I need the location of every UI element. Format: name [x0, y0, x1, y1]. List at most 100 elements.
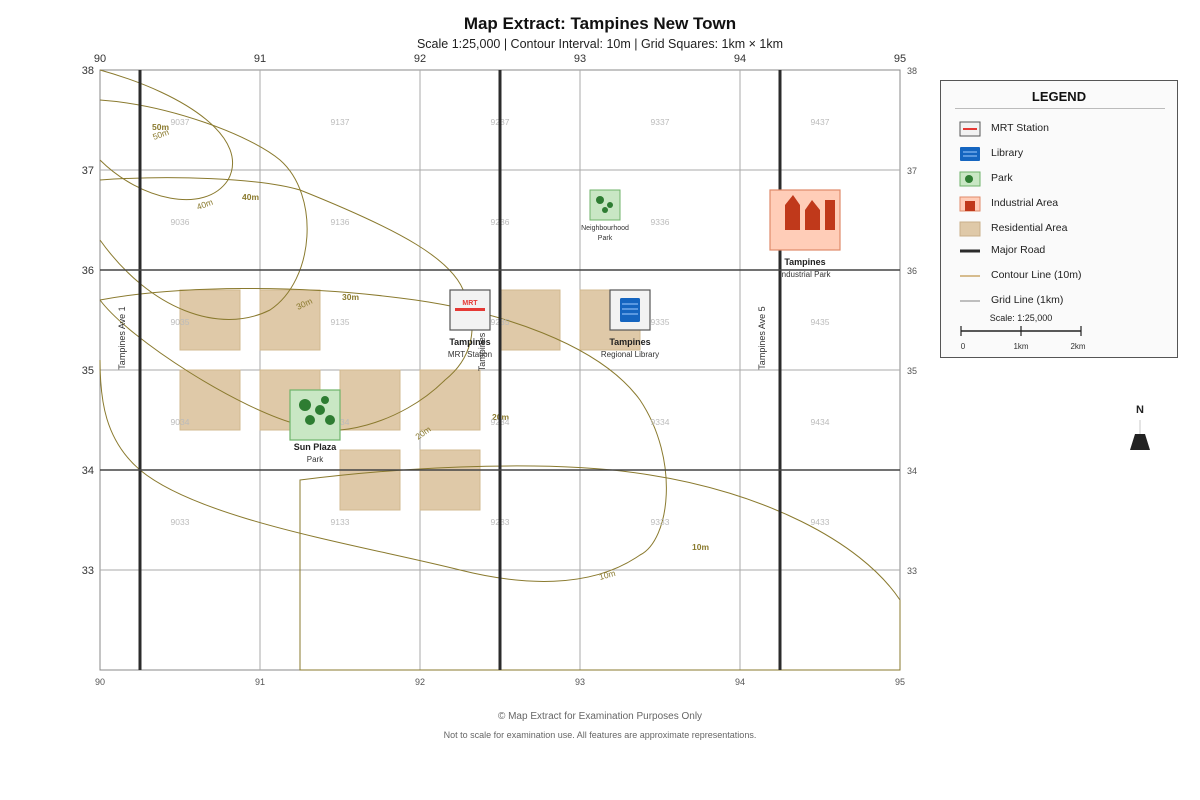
library-subtitle: Regional Library [601, 350, 659, 359]
northing-label: 33 [82, 565, 94, 577]
grid-square-ref: 9433 [811, 517, 830, 527]
road-name-ave-5: Tampines Ave 5 [757, 306, 767, 369]
grid-square-ref: 9137 [331, 117, 350, 127]
grid-square-ref: 9034 [171, 417, 190, 427]
legend-label: Industrial Area [991, 197, 1059, 209]
contour-line-icon [960, 275, 980, 277]
contour-30m [99, 177, 473, 432]
contour-label: 30m [342, 292, 359, 302]
easting-label: 91 [255, 677, 265, 687]
major-road-icon [960, 249, 980, 253]
northing-labels-right: 38 37 36 35 34 33 [907, 66, 917, 576]
northing-label: 36 [82, 265, 94, 277]
road-name-ave-1: Tampines Ave 1 [117, 306, 127, 369]
easting-label: 91 [254, 53, 266, 65]
park-icon [289, 389, 341, 441]
residential-block [419, 369, 481, 431]
easting-label: 95 [894, 53, 906, 65]
scale-title: Scale: 1:25,000 [990, 313, 1053, 323]
mrt-badge: MRT [462, 300, 478, 307]
footer-disclaimer: Not to scale for examination use. All fe… [443, 730, 757, 740]
regional-library: Tampines Regional Library [601, 289, 659, 359]
northing-label: 37 [907, 166, 917, 176]
scale-tick-label: 2km [1070, 342, 1085, 351]
legend-label: Major Road [991, 244, 1046, 256]
easting-label: 92 [414, 53, 426, 65]
legend-label: Residential Area [991, 222, 1068, 234]
mrt-station-icon [959, 121, 981, 137]
grid-square-ref: 9337 [651, 117, 670, 127]
grid-square-ref: 9136 [331, 217, 350, 227]
contour-label: 40m [242, 192, 259, 202]
grid-square-ref: 9135 [331, 317, 350, 327]
library-icon [960, 147, 980, 161]
industrial-buildings [785, 195, 835, 230]
library-icon [620, 298, 640, 322]
residential-area-icon [959, 221, 981, 237]
legend-label: Grid Line (1km) [991, 294, 1064, 306]
grid-square-ref: 9435 [811, 317, 830, 327]
contour-20m [99, 288, 667, 582]
northing-label: 33 [907, 566, 917, 576]
sun-plaza-park: Sun Plaza Park [289, 389, 341, 464]
easting-label: 90 [95, 677, 105, 687]
neighbourhood-park-label-1: Neighbourhood [581, 225, 629, 232]
legend-label: MRT Station [991, 122, 1049, 134]
easting-label: 93 [575, 677, 585, 687]
grid-square-ref: 9334 [651, 417, 670, 427]
grid-square-ref: 9333 [651, 517, 670, 527]
library-name: Tampines [609, 337, 650, 347]
road-name-tampines: Tampines [477, 332, 487, 371]
grid-square-ref: 9434 [811, 417, 830, 427]
easting-label: 90 [94, 53, 106, 65]
legend-label: Library [991, 147, 1024, 159]
mrt-rail-mark [455, 308, 485, 311]
north-label: N [1136, 404, 1144, 416]
grid-line-icon [960, 300, 980, 302]
sun-plaza-name: Sun Plaza [294, 442, 338, 452]
northing-label: 38 [907, 66, 917, 76]
industrial-name: Tampines [784, 257, 825, 267]
northing-label: 37 [82, 165, 94, 177]
contour-label: 50m [152, 122, 169, 132]
map-title: Map Extract: Tampines New Town [463, 14, 737, 33]
residential-block [339, 449, 401, 511]
legend-label: Park [991, 172, 1013, 184]
northing-label: 34 [907, 466, 917, 476]
easting-label: 94 [735, 677, 745, 687]
legend-label: Contour Line (10m) [991, 269, 1082, 281]
northing-label: 36 [907, 266, 917, 276]
scale-bar: Scale: 1:25,000 0 1km 2km [960, 313, 1086, 351]
easting-label: 94 [734, 53, 746, 65]
scale-tick-label: 1km [1013, 342, 1028, 351]
grid-square-ref: 9037 [171, 117, 190, 127]
industrial-subtitle: Industrial Park [779, 270, 831, 279]
legend-title: LEGEND [1031, 89, 1087, 104]
grid-square-ref: 9335 [651, 317, 670, 327]
legend-divider [955, 108, 1165, 109]
road-names: Tampines Ave 1 Tampines Tampines Ave 5 [117, 306, 767, 371]
grid-square-ref: 9035 [171, 317, 190, 327]
northing-label: 35 [907, 366, 917, 376]
park-tree-dots [299, 396, 335, 425]
residential-block [179, 289, 241, 351]
residential-block [179, 369, 241, 431]
easting-label: 95 [895, 677, 905, 687]
north-arrow: N [1126, 404, 1154, 454]
contour-label: 10m [692, 542, 709, 552]
major-roads-vertical [138, 70, 782, 670]
sun-plaza-subtitle: Park [307, 455, 324, 464]
northing-label: 34 [82, 465, 94, 477]
grid-square-ref: 9437 [811, 117, 830, 127]
grid-square-ref: 9033 [171, 517, 190, 527]
major-roads-horizontal [100, 269, 900, 471]
neighbourhood-park-label-2: Park [598, 235, 613, 242]
neighbourhood-park-icon [589, 189, 621, 221]
residential-block [339, 369, 401, 431]
easting-label: 92 [415, 677, 425, 687]
map-subtitle: Scale 1:25,000 | Contour Interval: 10m |… [416, 37, 784, 51]
northing-label: 38 [82, 65, 94, 77]
library-book-lines [622, 303, 638, 315]
footer-copyright: © Map Extract for Examination Purposes O… [497, 711, 703, 722]
